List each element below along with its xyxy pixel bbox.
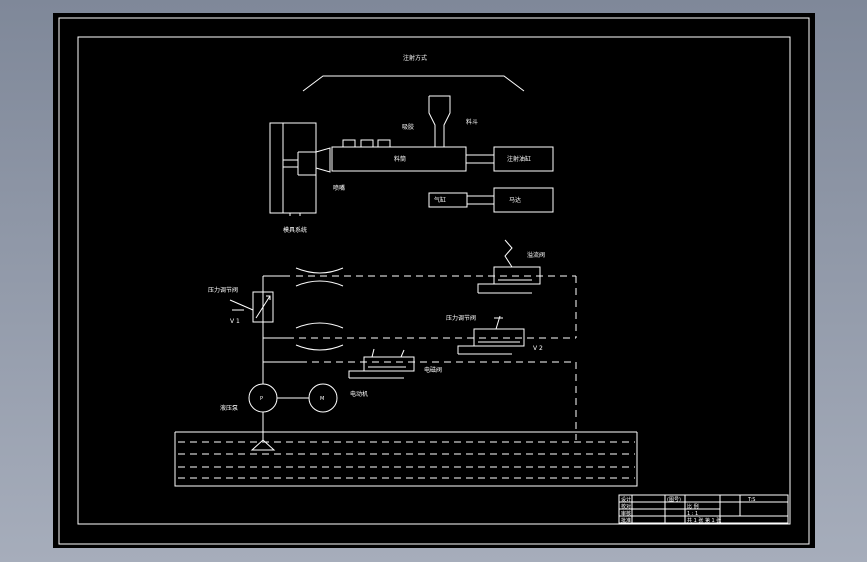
barrel: 料筒 吸胶 bbox=[331, 123, 467, 172]
tb-r2c1: 校对 bbox=[621, 503, 631, 510]
tb-r3c4: 1 : 1 bbox=[687, 511, 698, 517]
low-valve-label: 电磁阀 bbox=[424, 366, 442, 374]
title-block: 设计 (图号) T:S 校对 比 例 审核 1 : 1 批准 共 1 张 第 1… bbox=[618, 494, 789, 524]
tb-r1c6: T:S bbox=[747, 497, 755, 503]
injection-cylinder bbox=[493, 146, 554, 172]
tb-r3c1: 审核 bbox=[621, 510, 631, 517]
barrel-label: 料筒 bbox=[394, 155, 406, 163]
cylinder-box-label: 气缸 bbox=[434, 196, 446, 204]
drawing-sheet bbox=[53, 13, 815, 548]
motor-box-label: 马达 bbox=[509, 196, 521, 204]
outer-frame bbox=[58, 17, 810, 545]
top-brace-label: 注射方式 bbox=[403, 54, 427, 62]
mid-valve-v2: V 2 bbox=[533, 345, 543, 352]
inner-frame bbox=[77, 36, 791, 525]
oil-tank bbox=[174, 431, 638, 487]
tb-r4c4: 共 1 张 第 1 张 bbox=[687, 517, 721, 524]
cylinder-box bbox=[428, 192, 468, 208]
motor-symbol: M bbox=[320, 396, 324, 402]
injection-cylinder-label: 注射油缸 bbox=[507, 155, 531, 163]
mould-block: 模具系统 bbox=[269, 122, 317, 234]
hydraulic-circuit: 压力调节阀 V 1 溢流阀 压力调节阀 V 2 电磁阀 P M 液压泵 电动机 bbox=[208, 239, 577, 451]
left-valve-label: 压力调节阀 bbox=[208, 286, 238, 294]
top-valve-label: 溢流阀 bbox=[527, 251, 545, 259]
pump-symbol: P bbox=[260, 396, 263, 402]
mid-valve-label: 压力调节阀 bbox=[446, 314, 476, 322]
heater-label: 吸胶 bbox=[402, 123, 414, 131]
motor-box bbox=[493, 187, 554, 213]
hopper-label: 料斗 bbox=[466, 118, 478, 126]
left-valve-v1: V 1 bbox=[230, 318, 240, 325]
motor-label: 电动机 bbox=[350, 390, 368, 398]
pump-label: 液压泵 bbox=[220, 404, 238, 412]
hopper: 料斗 bbox=[428, 95, 478, 147]
tb-r1c3: (图号) bbox=[667, 497, 681, 503]
tb-r2c4: 比 例 bbox=[687, 503, 699, 510]
nozzle-label: 喷嘴 bbox=[333, 184, 345, 192]
tb-r1c1: 设计 bbox=[621, 496, 631, 503]
tb-r4c1: 批准 bbox=[621, 517, 631, 524]
mould-label: 模具系统 bbox=[283, 226, 307, 234]
nozzle: 喷嘴 bbox=[315, 147, 345, 192]
top-brace: 注射方式 bbox=[302, 54, 525, 92]
